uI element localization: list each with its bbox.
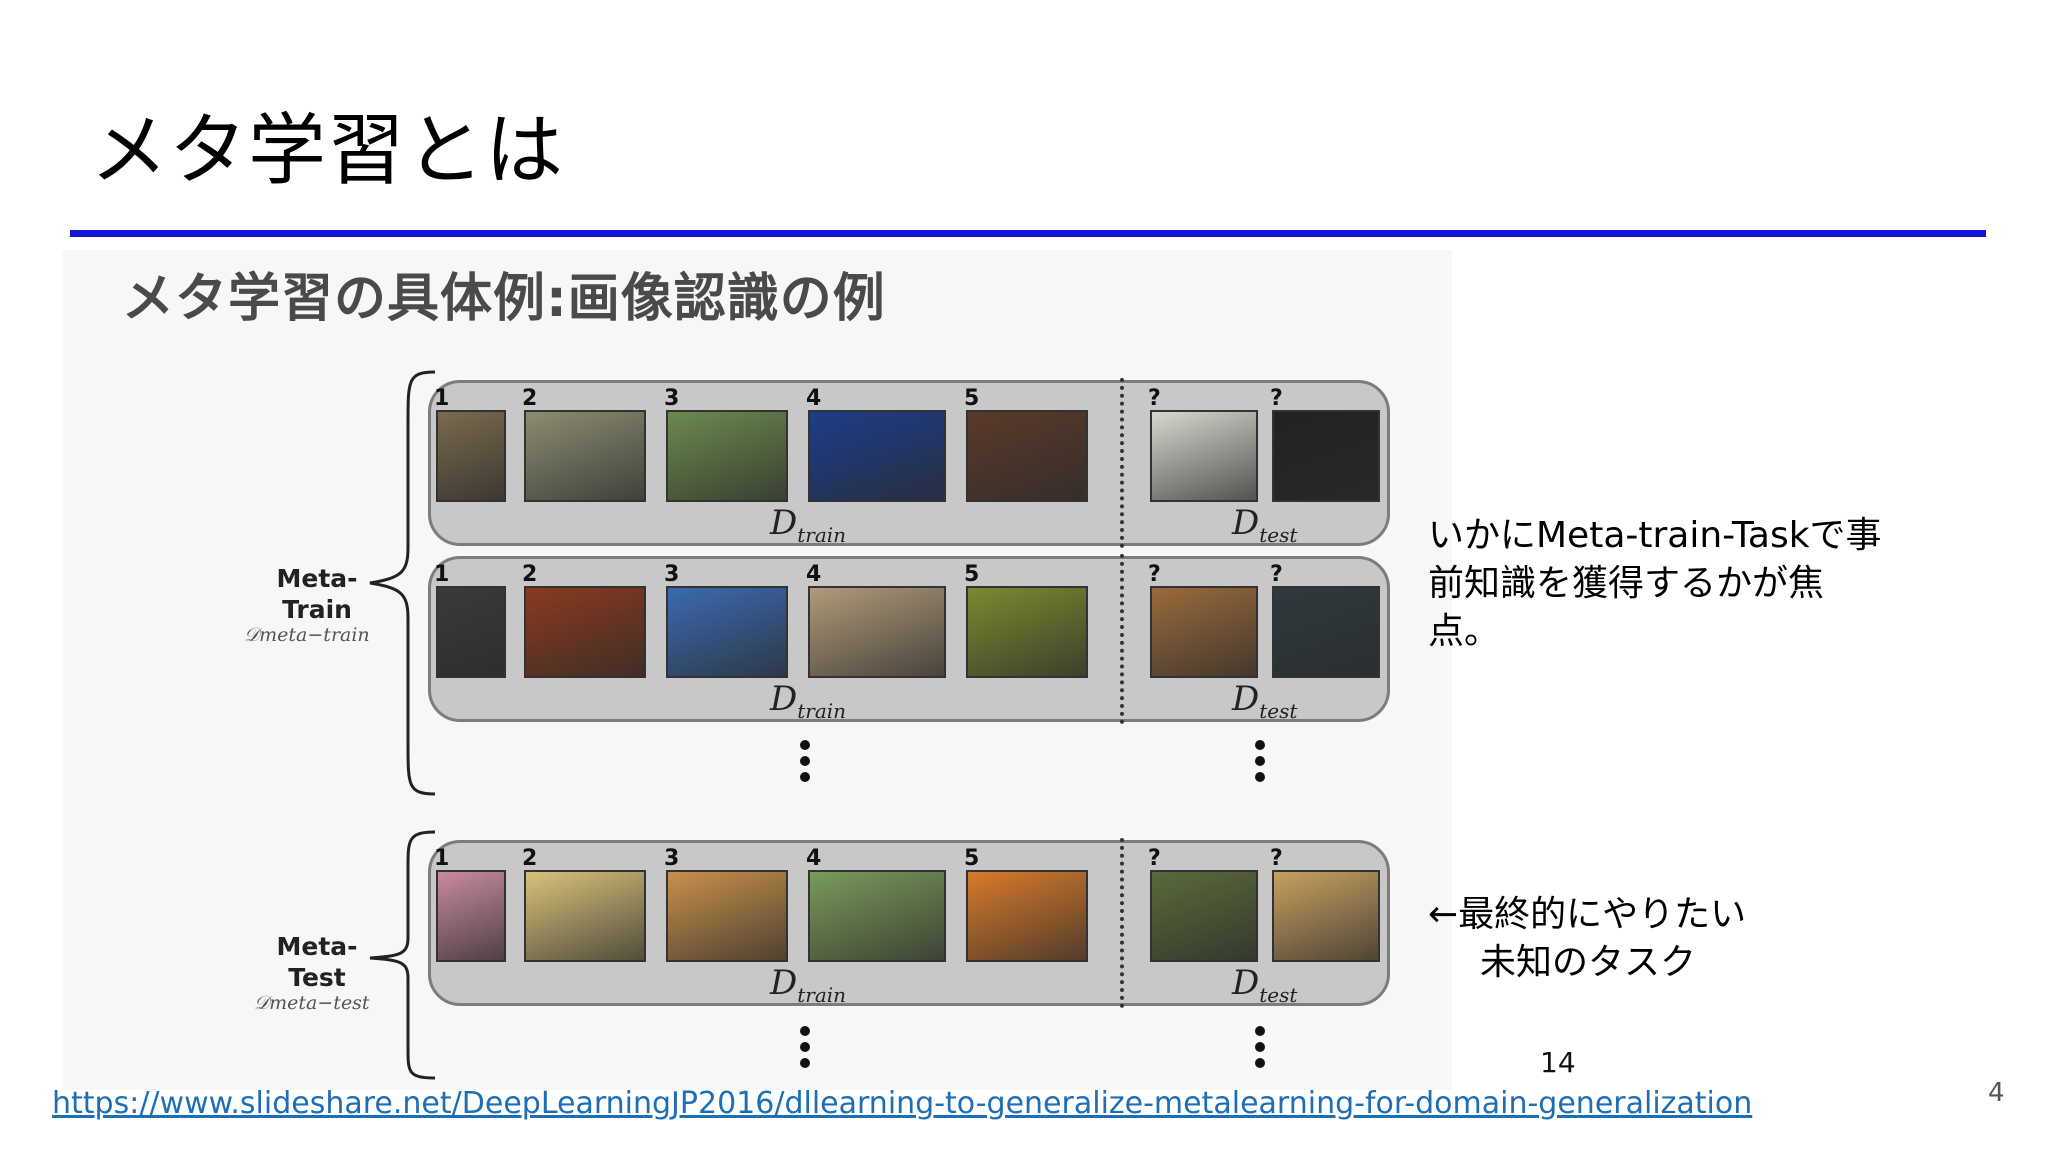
example-number: 3 bbox=[664, 386, 680, 411]
example-number: ? bbox=[1148, 846, 1161, 871]
d-test-label: Dtest bbox=[1232, 506, 1297, 545]
example-number: 2 bbox=[522, 562, 538, 587]
example-number: ? bbox=[1148, 562, 1161, 587]
example-number: 4 bbox=[806, 386, 822, 411]
singer-photo bbox=[808, 410, 946, 502]
meta-train-label-line-1: Meta- bbox=[276, 564, 358, 593]
example-number: 3 bbox=[664, 562, 680, 587]
d-train-label-sub: train bbox=[797, 523, 847, 547]
example-number: ? bbox=[1270, 846, 1283, 871]
example-number: 1 bbox=[434, 562, 450, 587]
d-test-label-main: D bbox=[1232, 963, 1260, 1003]
piano-photo bbox=[966, 410, 1088, 502]
example-number: 5 bbox=[964, 562, 980, 587]
mushroom-photo bbox=[966, 586, 1088, 678]
slide-number: 4 bbox=[1988, 1078, 2005, 1108]
barrel-photo bbox=[808, 586, 946, 678]
tank-photo bbox=[524, 410, 646, 502]
meta-test-label-line-1: Meta- bbox=[276, 932, 358, 961]
cliff-photo bbox=[666, 586, 788, 678]
meta-test-label-line-2: Test bbox=[288, 963, 346, 993]
more-tasks-ellipsis bbox=[800, 740, 810, 782]
more-tasks-ellipsis bbox=[1255, 1026, 1265, 1068]
note-line: 点。 bbox=[1428, 611, 1501, 652]
bottle-photo bbox=[436, 586, 506, 678]
lion-photo bbox=[1150, 870, 1258, 962]
example-number: 3 bbox=[664, 846, 680, 871]
note-meta-train: いかにMeta-train-Taskで事 前知識を獲得するかが焦 点。 bbox=[1428, 512, 1882, 656]
barrels-photo bbox=[1150, 586, 1258, 678]
example-number: 4 bbox=[806, 562, 822, 587]
source-link[interactable]: https://www.slideshare.net/DeepLearningJ… bbox=[52, 1086, 1753, 1121]
meta-test-math: 𝒟meta−test bbox=[254, 992, 370, 1014]
white-dog-photo bbox=[666, 410, 788, 502]
d-test-label-main: D bbox=[1232, 503, 1260, 543]
meta-test-brace bbox=[369, 830, 436, 1080]
knot-photo bbox=[524, 870, 646, 962]
meta-train-math: 𝒟meta−train bbox=[244, 624, 370, 646]
bird-photo bbox=[436, 410, 506, 502]
meta-test-label: Meta- Test bbox=[262, 931, 372, 994]
coast-cliff-photo bbox=[1272, 586, 1380, 678]
train-test-divider bbox=[1120, 378, 1124, 548]
dog-photo bbox=[1150, 410, 1258, 502]
note-line: 未知のタスク bbox=[1480, 942, 1697, 983]
note-line: ←最終的にやりたい bbox=[1428, 894, 1747, 935]
d-train-label-sub: train bbox=[797, 699, 847, 723]
meta-train-label-line-2: Train bbox=[282, 595, 352, 625]
example-number: ? bbox=[1270, 386, 1283, 411]
example-number: 2 bbox=[522, 846, 538, 871]
meta-train-brace bbox=[369, 370, 436, 796]
d-train-label-main: D bbox=[770, 963, 798, 1003]
stacked-bowls-photo bbox=[966, 870, 1088, 962]
train-test-divider bbox=[1120, 838, 1124, 1008]
train-test-divider bbox=[1120, 554, 1124, 724]
d-train-label: Dtrain bbox=[770, 966, 846, 1005]
girl-photo bbox=[436, 870, 506, 962]
piano-keys-photo bbox=[1272, 410, 1380, 502]
d-test-label-main: D bbox=[1232, 679, 1260, 719]
title-underline bbox=[70, 230, 1986, 237]
carousel-photo bbox=[524, 586, 646, 678]
d-train-label: Dtrain bbox=[770, 682, 846, 721]
example-number: 4 bbox=[806, 846, 822, 871]
d-train-label-main: D bbox=[770, 679, 798, 719]
d-test-label: Dtest bbox=[1232, 682, 1297, 721]
more-tasks-ellipsis bbox=[800, 1026, 810, 1068]
d-train-label-sub: train bbox=[797, 983, 847, 1007]
d-test-label: Dtest bbox=[1232, 966, 1297, 1005]
bowl-photo bbox=[1272, 870, 1380, 962]
example-number: ? bbox=[1148, 386, 1161, 411]
d-test-label-sub: test bbox=[1259, 523, 1298, 547]
example-number: 5 bbox=[964, 386, 980, 411]
figure-title: メタ学習の具体例:画像認識の例 bbox=[122, 269, 886, 329]
slide-title: メタ学習とは bbox=[90, 106, 565, 196]
meta-train-label: Meta- Train bbox=[262, 563, 372, 626]
roaring-lion-photo bbox=[808, 870, 946, 962]
example-number: 2 bbox=[522, 386, 538, 411]
d-test-label-sub: test bbox=[1259, 983, 1298, 1007]
note-line: 前知識を獲得するかが焦 bbox=[1428, 563, 1825, 604]
figure-page-number: 14 bbox=[1540, 1046, 1576, 1079]
more-tasks-ellipsis bbox=[1255, 740, 1265, 782]
d-test-label-sub: test bbox=[1259, 699, 1298, 723]
note-line: いかにMeta-train-Taskで事 bbox=[1428, 515, 1882, 556]
example-number: 5 bbox=[964, 846, 980, 871]
d-train-label: Dtrain bbox=[770, 506, 846, 545]
golden-dog-photo bbox=[666, 870, 788, 962]
example-number: 1 bbox=[434, 386, 450, 411]
d-train-label-main: D bbox=[770, 503, 798, 543]
note-meta-test: ←最終的にやりたい 未知のタスク bbox=[1428, 891, 1746, 987]
example-number: ? bbox=[1270, 562, 1283, 587]
example-number: 1 bbox=[434, 846, 450, 871]
